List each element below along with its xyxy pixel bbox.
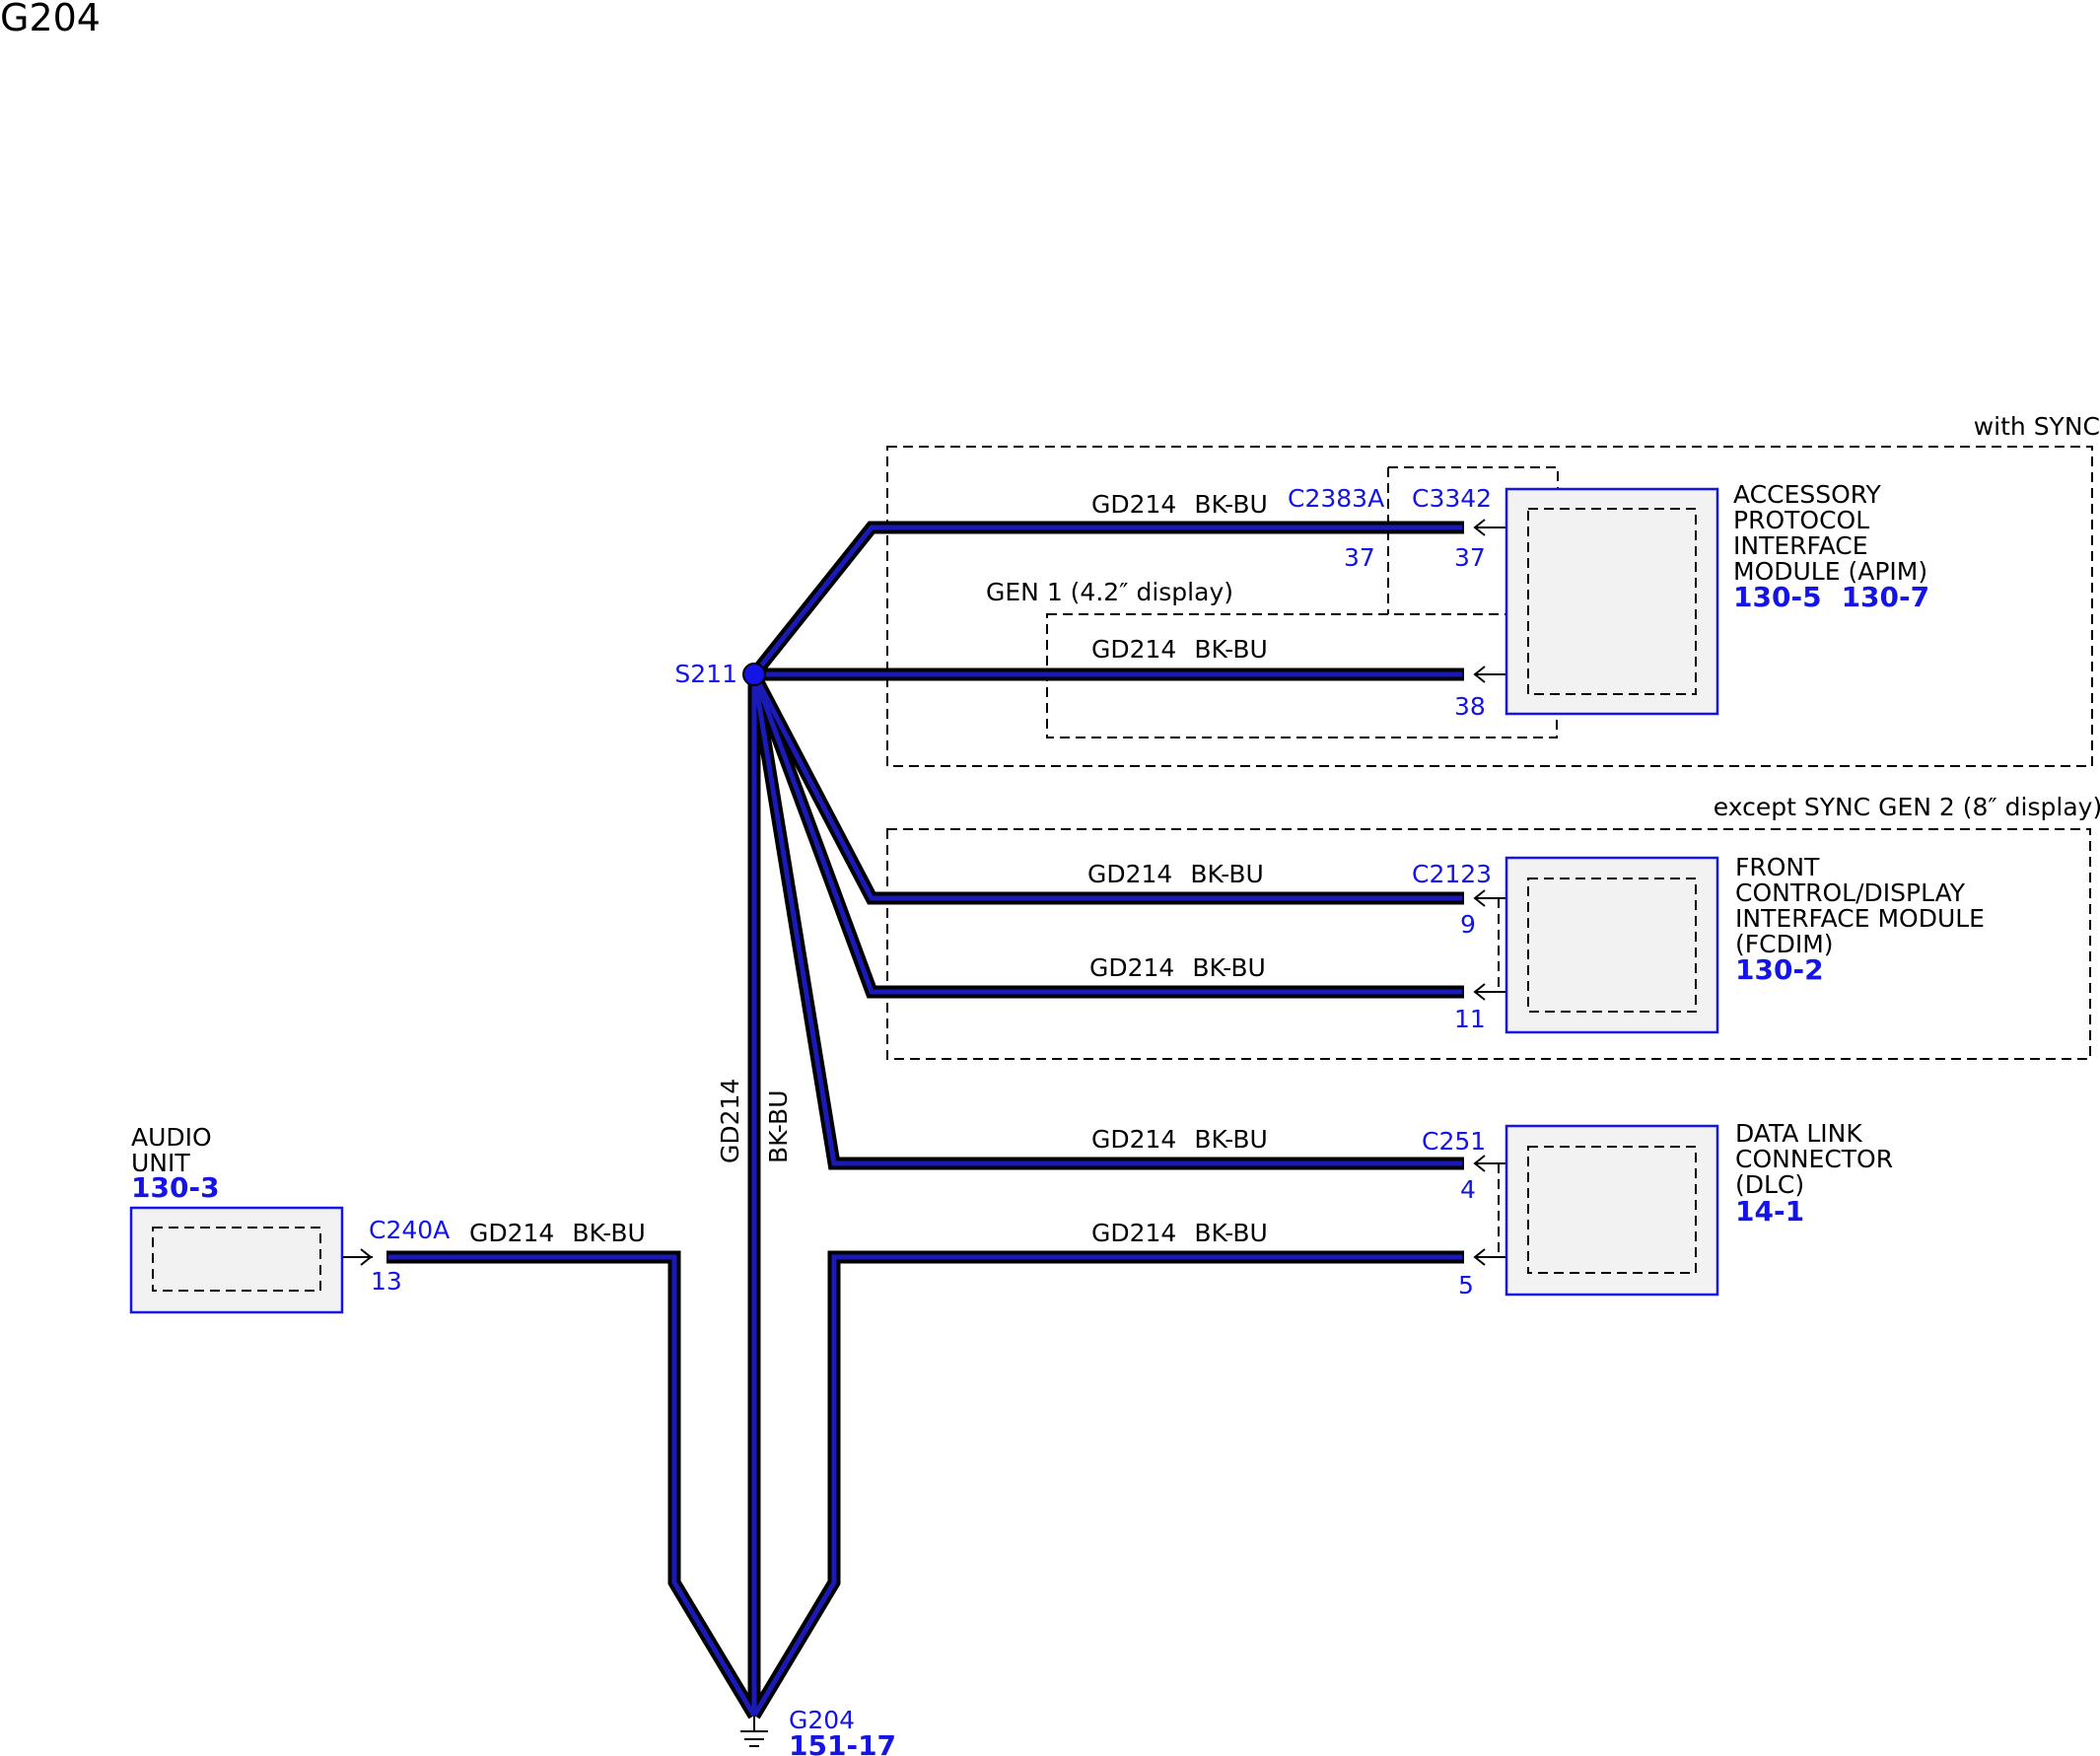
wire-label-color: BK-BU: [1194, 635, 1268, 664]
splice-s211-label: S211: [674, 660, 737, 688]
connector-c251-label: C251: [1422, 1127, 1486, 1156]
module-fcdim-name: FRONT CONTROL/DISPLAY INTERFACE MODULE (…: [1735, 853, 1993, 958]
wire-harness-color: [388, 525, 1462, 1718]
wire-label-circuit: GD214: [469, 1219, 554, 1247]
wire-label-circuit: GD214: [1089, 953, 1174, 982]
connector-c2123-label: C2123: [1412, 860, 1492, 888]
connector-c251-pin-5: 5: [1458, 1271, 1474, 1299]
wire-dlc-4: [747, 672, 1464, 1170]
wire-audio-13: [386, 1250, 760, 1720]
wire-harness-outline: [386, 521, 1464, 1720]
connector-c3342-pin-38: 38: [1454, 692, 1486, 721]
connector-c3342-label: C3342: [1412, 484, 1492, 513]
connector-c2383a-pin-37: 37: [1344, 543, 1375, 572]
module-fcdim-refs[interactable]: 130-2: [1735, 953, 1824, 986]
ground-g204-ref[interactable]: 151-17: [789, 1729, 896, 1756]
wire-label-circuit: GD214: [1087, 860, 1172, 888]
trunk-color-label: BK-BU: [764, 1090, 793, 1164]
connector-c2383a-label: C2383A: [1288, 484, 1384, 513]
with-sync-label: with SYNC: [1974, 412, 2100, 441]
wire-fcdim-11: [747, 671, 1464, 999]
wire-label-color: BK-BU: [1194, 490, 1268, 519]
module-fcdim[interactable]: [1505, 856, 1719, 1034]
except-sync-gen2-box: [886, 828, 2091, 1060]
wire-label-color: BK-BU: [1192, 953, 1266, 982]
module-audio-name: AUDIO UNIT: [131, 1123, 220, 1177]
wire-label-circuit: GD214: [1091, 635, 1176, 664]
diagram-title: G204: [0, 0, 101, 39]
connector-c2123-pin-11: 11: [1454, 1005, 1486, 1033]
wire-label-color: BK-BU: [1194, 1125, 1268, 1154]
ground-icon: [740, 1716, 768, 1747]
connector-c2123-pin-9: 9: [1460, 910, 1476, 939]
wire-dlc-5: [748, 1250, 1464, 1720]
ground-g204-label: G204: [789, 1706, 855, 1734]
wire-label-color: BK-BU: [1190, 860, 1264, 888]
module-apim-name: ACCESSORY PROTOCOL INTERFACE MODULE (API…: [1733, 480, 1927, 586]
wire-label-circuit: GD214: [1091, 1219, 1176, 1247]
connector-c240a-label: C240A: [369, 1216, 450, 1244]
c3342-inline-box: [1388, 466, 1559, 614]
module-audio-refs[interactable]: 130-3: [131, 1171, 220, 1204]
module-audio-unit[interactable]: [129, 1206, 344, 1314]
wire-label-circuit: GD214: [1091, 1125, 1176, 1154]
gen1-label: GEN 1 (4.2″ display): [986, 578, 1233, 606]
splice-s211-dot[interactable]: [742, 663, 766, 686]
wire-label-color: BK-BU: [1194, 1219, 1268, 1247]
module-apim[interactable]: [1505, 487, 1719, 716]
wire-label-color: BK-BU: [572, 1219, 646, 1247]
except-sync-gen2-label: except SYNC GEN 2 (8″ display): [1714, 793, 2100, 821]
module-dlc-refs[interactable]: 14-1: [1735, 1195, 1804, 1228]
connector-c240a-pin-13: 13: [371, 1267, 402, 1296]
wire-label-circuit: GD214: [1091, 490, 1176, 519]
module-dlc[interactable]: [1505, 1124, 1719, 1297]
module-dlc-name: DATA LINK CONNECTOR (DLC): [1735, 1119, 1901, 1199]
trunk-circuit-label: GD214: [716, 1079, 744, 1163]
connector-c251-pin-4: 4: [1460, 1175, 1476, 1204]
connector-c3342-pin-37: 37: [1454, 543, 1486, 572]
with-sync-box: [886, 446, 2093, 767]
